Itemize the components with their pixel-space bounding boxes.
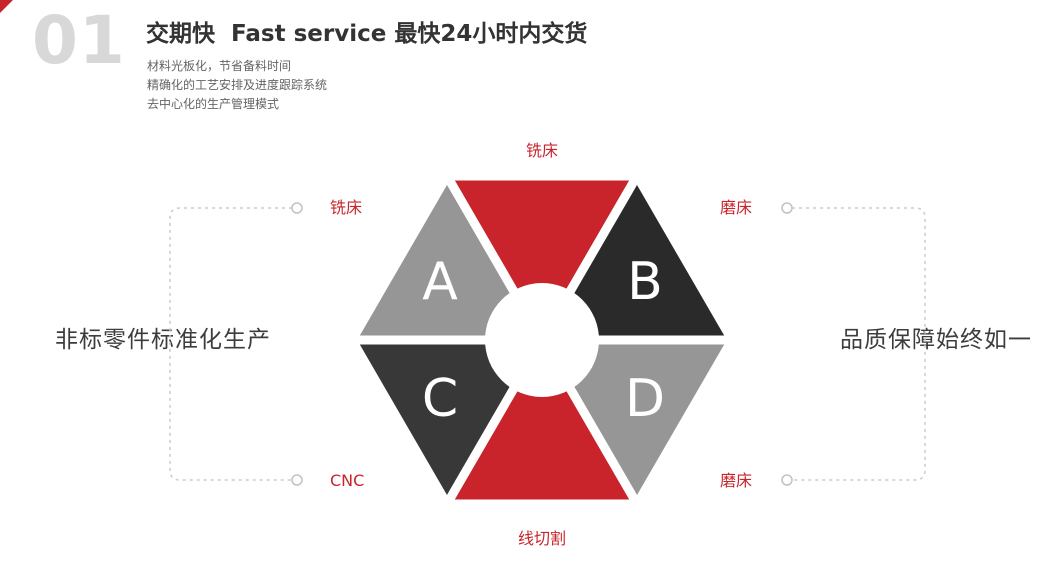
subtitle-line: 材料光板化，节省备料时间 <box>147 59 292 73</box>
hexagon <box>347 171 737 509</box>
segment-letter-c: C <box>422 369 458 429</box>
corner-accent-triangle <box>0 0 13 13</box>
segment-letter-d: D <box>625 369 665 429</box>
subtitle-block: 材料光板化，节省备料时间 精确化的工艺安排及进度跟踪系统 去中心化的生产管理模式 <box>147 57 327 114</box>
right-caption: 品质保障始终如一 <box>840 327 1032 353</box>
connector-node-right-bottom <box>781 474 793 486</box>
section-number: 01 <box>32 2 126 79</box>
connector-node-left-top <box>291 202 303 214</box>
dashed-line-left <box>169 207 292 481</box>
left-caption: 非标零件标准化生产 <box>55 327 271 353</box>
label-upper-right: 磨床 <box>720 198 752 217</box>
machine-labels: 铣床 铣床 磨床 CNC 磨床 线切割 <box>330 141 752 548</box>
label-bottom: 线切割 <box>518 529 566 548</box>
center-circle <box>485 283 599 397</box>
subtitle-line: 精确化的工艺安排及进度跟踪系统 <box>147 78 328 92</box>
segment-letters: A B C D <box>422 252 665 429</box>
label-lower-left: CNC <box>330 471 364 490</box>
connector-node-right-top <box>781 202 793 214</box>
connector-right <box>781 202 926 486</box>
subtitle-line: 去中心化的生产管理模式 <box>147 97 280 111</box>
segment-letter-b: B <box>627 252 663 312</box>
label-top: 铣床 <box>526 141 558 160</box>
dashed-line-right <box>792 207 926 481</box>
segment-bottom <box>442 335 642 509</box>
page-title: 交期快 Fast service 最快24小时内交货 <box>146 21 588 47</box>
segment-letter-a: A <box>422 252 458 312</box>
label-upper-left: 铣床 <box>330 198 362 217</box>
connector-left <box>169 202 303 486</box>
connector-node-left-bottom <box>291 474 303 486</box>
label-lower-right: 磨床 <box>720 471 752 490</box>
